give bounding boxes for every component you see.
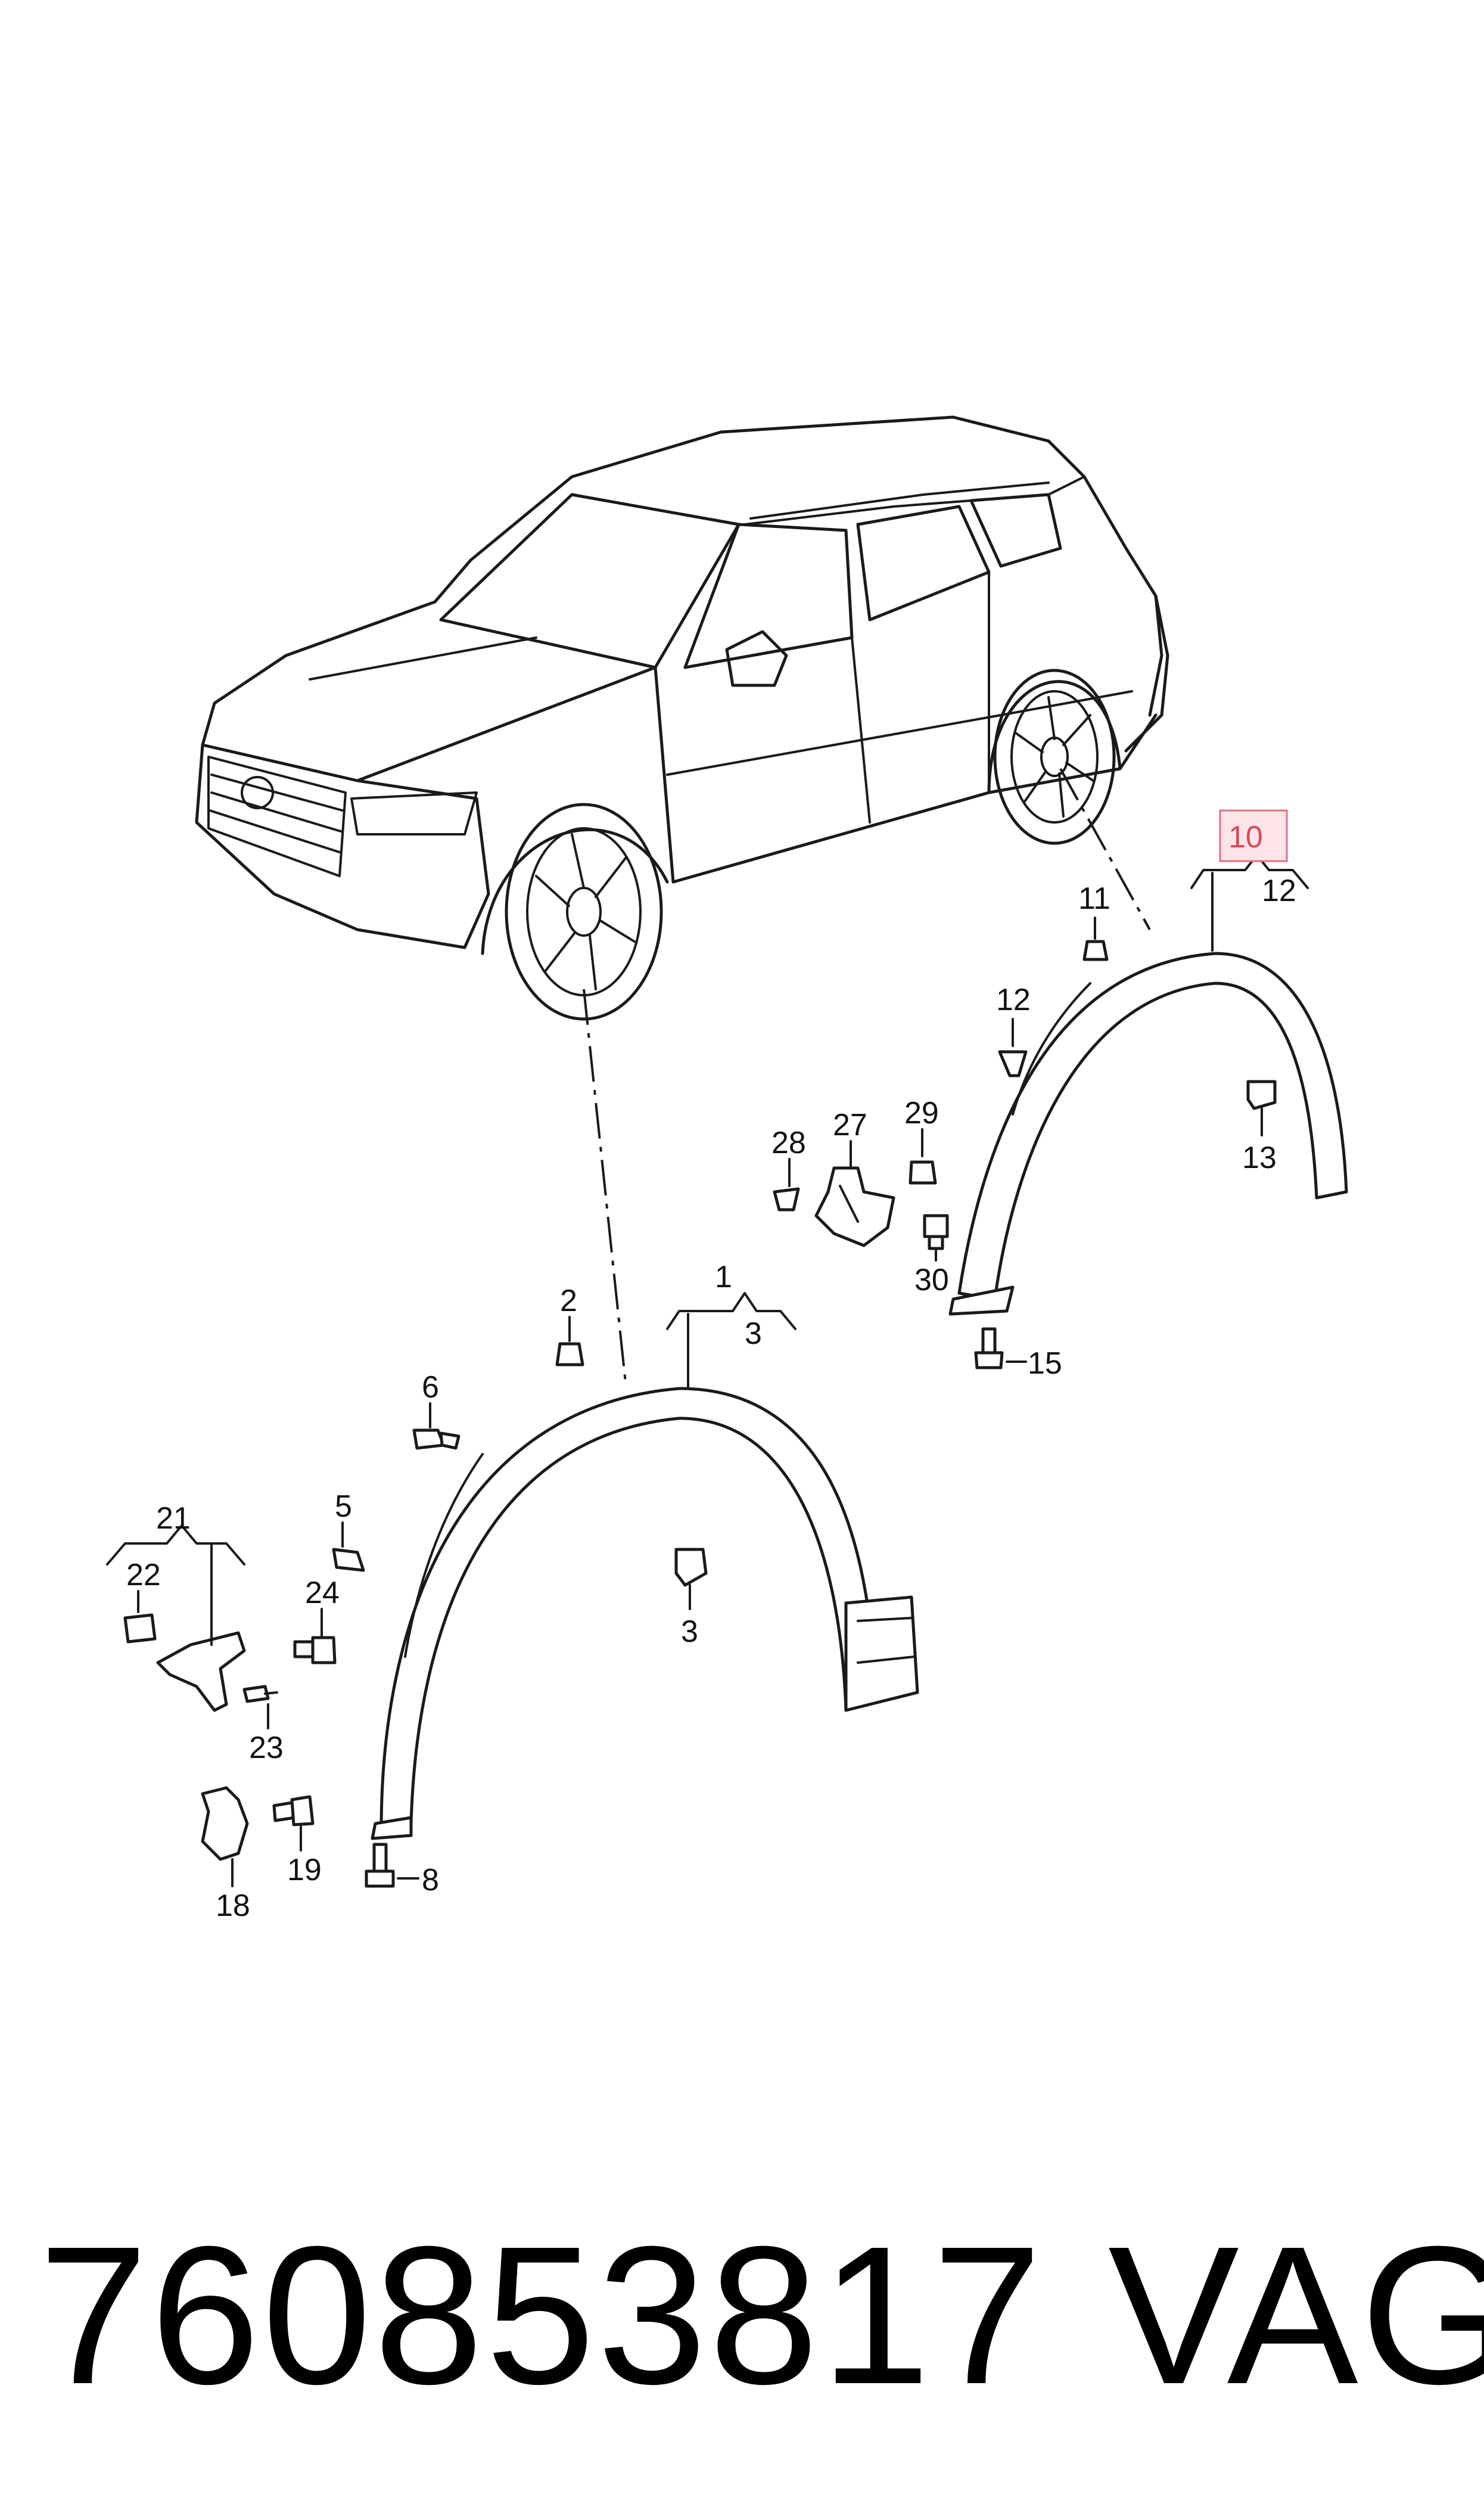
- callout-18[interactable]: 18: [216, 1889, 250, 1923]
- part-3-bracket: [674, 1548, 708, 1610]
- callout-5[interactable]: 5: [335, 1489, 352, 1524]
- callout-6[interactable]: 6: [422, 1370, 439, 1405]
- callout-29[interactable]: 29: [904, 1096, 939, 1130]
- callout-21[interactable]: 21: [156, 1501, 191, 1536]
- rear-wheel-arch-trim: [948, 952, 1348, 1316]
- callout-15[interactable]: 15: [1028, 1346, 1062, 1381]
- part-11-clip-nut: [1082, 917, 1109, 961]
- highlight-box-10: [1219, 809, 1288, 862]
- callout-22[interactable]: 22: [126, 1558, 161, 1592]
- part-18-bracket: [201, 1786, 249, 1887]
- part-21-bracket-assembly: [123, 1542, 246, 1712]
- callout-28[interactable]: 28: [771, 1126, 806, 1160]
- rear-arch-leader-line: [1059, 768, 1151, 930]
- callout-30[interactable]: 30: [914, 1263, 949, 1297]
- callout-19[interactable]: 19: [287, 1853, 322, 1887]
- callout-12[interactable]: 12: [996, 983, 1031, 1017]
- part-24-screw: [293, 1608, 337, 1664]
- group-bracket-1: [666, 1292, 797, 1330]
- part-28-clip: [773, 1158, 800, 1212]
- part-15-screw: [974, 1327, 1027, 1369]
- part-8-screw: [365, 1843, 419, 1888]
- callout-2[interactable]: 2: [560, 1284, 577, 1318]
- front-arch-leader-line: [583, 989, 627, 1383]
- part-12-expanding-clip: [998, 1018, 1028, 1077]
- part-23-pin: [242, 1685, 278, 1729]
- part-27-bracket: [814, 1140, 895, 1247]
- callout-3[interactable]: 3: [681, 1614, 698, 1649]
- part-number: 760853817: [39, 2205, 1044, 2425]
- group-bracket-21: [106, 1524, 245, 1566]
- part-19-screw: [272, 1795, 315, 1852]
- callout-1[interactable]: 1: [715, 1260, 732, 1294]
- callout-13[interactable]: 13: [1242, 1141, 1277, 1175]
- callout-23[interactable]: 23: [249, 1731, 284, 1765]
- callout-27[interactable]: 27: [833, 1108, 867, 1142]
- callout-10[interactable]: 10: [1228, 820, 1263, 855]
- brand-label: VAG: [1108, 2205, 1484, 2425]
- part-13-retaining-clip: [1246, 1080, 1277, 1136]
- callout-3-group[interactable]: 3: [745, 1316, 762, 1351]
- part-6-clip: [412, 1402, 461, 1450]
- callout-8[interactable]: 8: [422, 1863, 439, 1897]
- part-29-nut: [909, 1128, 937, 1185]
- callout-11[interactable]: 11: [1078, 881, 1110, 916]
- part-2-nut: [555, 1316, 584, 1366]
- callout-12-rear[interactable]: 12: [1262, 874, 1296, 908]
- part-30-screw: [923, 1214, 949, 1262]
- callout-24[interactable]: 24: [305, 1576, 340, 1610]
- vehicle-illustration: [195, 415, 1169, 1021]
- front-wheel-arch-trim: [371, 1387, 919, 1840]
- part-5-clip: [332, 1521, 365, 1572]
